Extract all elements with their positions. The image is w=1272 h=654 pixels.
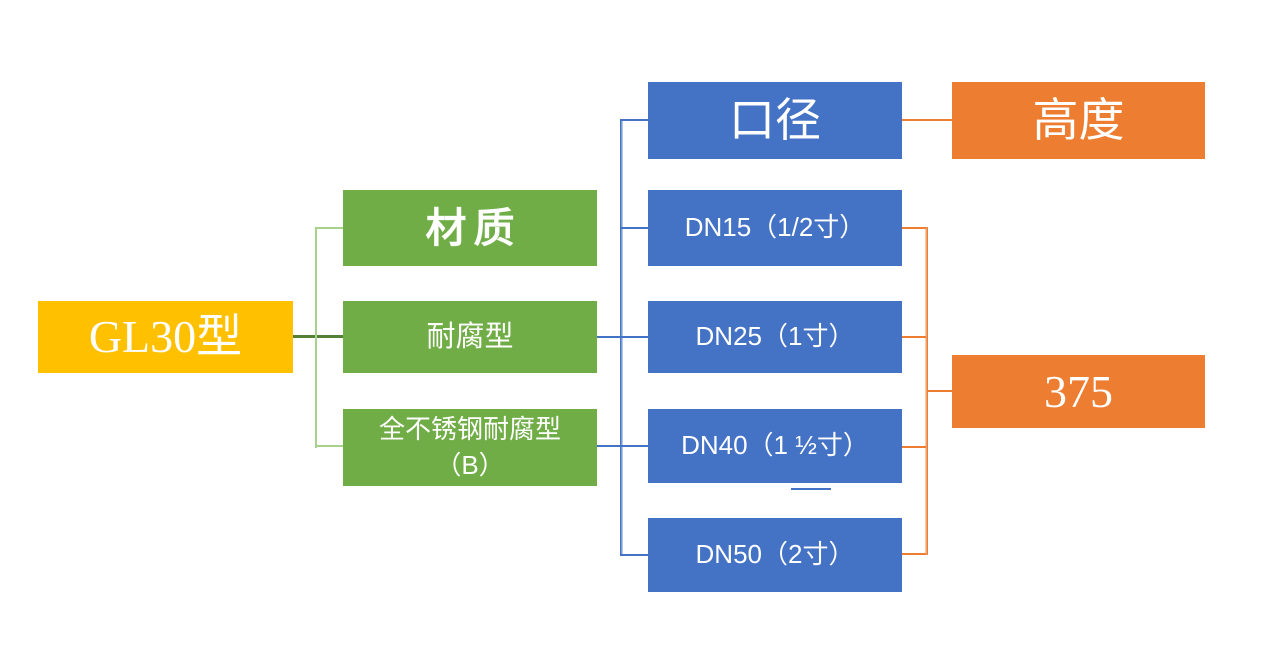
connector-trunk-to-material-2 xyxy=(317,445,343,447)
connector-root-to-material-trunk xyxy=(293,335,343,338)
node-diameter-header: 口径 xyxy=(648,82,902,159)
node-dn40-label: DN40（1 ½寸） xyxy=(681,430,869,461)
connector-dn50-to-height-trunk xyxy=(902,553,926,555)
node-dn50-label: DN50（2寸） xyxy=(695,539,855,570)
node-height-header: 高度 xyxy=(952,82,1205,159)
node-height-value: 375 xyxy=(952,355,1205,428)
connector-dn15-to-height-trunk xyxy=(902,227,926,229)
node-dn40: DN40（1 ½寸） xyxy=(648,409,902,483)
connector-material1-to-dn25 xyxy=(597,336,648,338)
connector-height-trunk xyxy=(925,227,928,555)
node-dn15: DN15（1/2寸） xyxy=(648,190,902,266)
node-root-model: GL30型 xyxy=(38,301,293,373)
connector-trunk-to-diameter-header xyxy=(621,119,648,121)
connector-dn40-to-height-trunk xyxy=(902,446,926,448)
connector-trunk-to-dn15 xyxy=(621,227,648,229)
node-dn50: DN50（2寸） xyxy=(648,518,902,592)
node-material-header: 材质 xyxy=(343,190,597,266)
node-dn25: DN25（1寸） xyxy=(648,301,902,373)
connector-material2-to-dn40 xyxy=(597,445,648,447)
connector-trunk-to-material-header xyxy=(317,227,343,229)
connector-material-trunk xyxy=(315,227,317,448)
node-material-stainless-b: 全不锈钢耐腐型 （B） xyxy=(343,409,597,486)
connector-dn25-to-height-trunk xyxy=(902,336,926,338)
node-material-stainless-b-label-line2: （B） xyxy=(435,449,505,480)
node-material-stainless-b-label-line1: 全不锈钢耐腐型 xyxy=(378,414,561,445)
node-dn15-label: DN15（1/2寸） xyxy=(684,212,866,243)
node-material-header-label: 材质 xyxy=(425,204,522,251)
connector-trunk-to-height-value xyxy=(927,390,952,392)
connector-diameter-to-height xyxy=(902,119,952,121)
connector-trunk-to-dn50 xyxy=(621,554,648,556)
node-diameter-header-label: 口径 xyxy=(729,94,821,146)
node-root-model-label: GL30型 xyxy=(88,311,243,362)
node-height-value-label: 375 xyxy=(1044,365,1113,417)
node-material-corrosion-resistant: 耐腐型 xyxy=(343,301,597,373)
node-dn25-label: DN25（1寸） xyxy=(695,321,855,352)
dn40-underline-mark xyxy=(791,488,831,490)
node-material-corrosion-resistant-label: 耐腐型 xyxy=(426,320,514,353)
node-height-header-label: 高度 xyxy=(1032,94,1125,146)
